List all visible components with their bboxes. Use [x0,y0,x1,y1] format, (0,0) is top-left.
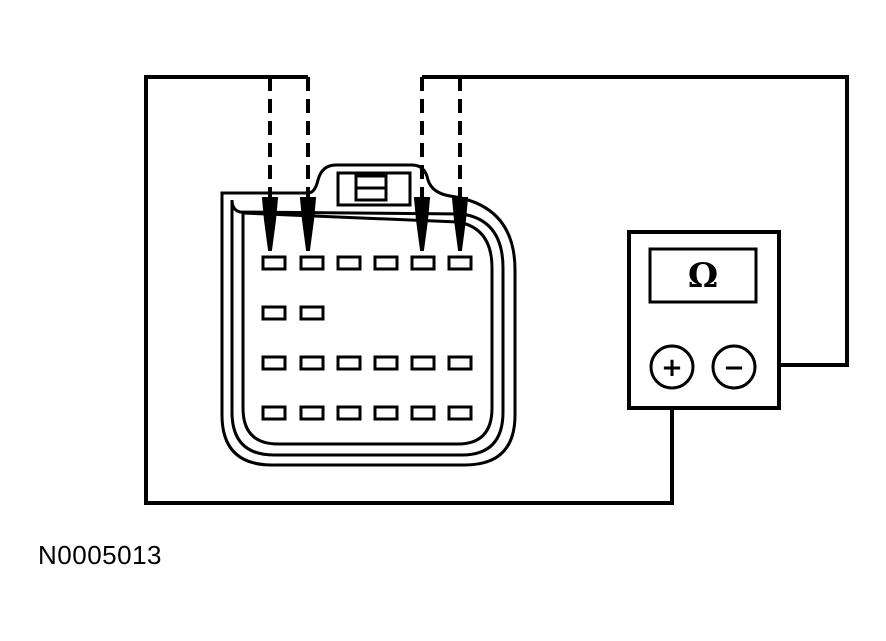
connector-cavity [373,405,399,421]
positive-terminal-label: + [661,353,683,383]
connector-cavity [373,355,399,371]
connector-cavity [261,405,287,421]
negative-terminal [711,344,757,390]
connector-cavity [299,405,325,421]
negative-lead-wire [460,75,849,367]
test-lead-wires [144,75,849,505]
connector-cavity [261,355,287,371]
connector-inner-seal [241,211,494,446]
connector-cavities [261,255,473,421]
connector-cavity [447,255,473,271]
connector-outer-shell [220,163,517,467]
connector-cavity [336,405,362,421]
probe-tip [451,197,469,251]
connector-cavity [336,355,362,371]
connector-cavity [336,255,362,271]
connector-cavity [447,355,473,371]
connector-inner-outline [230,199,505,457]
positive-terminal [649,344,695,390]
connector-cavity [299,305,325,321]
probe-tips [261,197,469,251]
connector [220,163,517,467]
probe-tip [261,197,279,251]
connector-cavity [299,355,325,371]
figure-id: N0005013 [38,540,162,570]
connector-latch [336,171,412,207]
probe-tip [413,197,431,251]
ohmmeter-display [648,247,758,304]
connector-cavity [410,255,436,271]
probe-dashed-lines [268,77,462,200]
ohm-symbol: Ω [688,256,718,296]
connector-cavity [261,255,287,271]
connector-cavity [410,355,436,371]
connector-cavity [261,305,287,321]
connector-cavity [447,405,473,421]
positive-lead-wire [144,75,674,505]
connector-cavity [299,255,325,271]
probe-tip [299,197,317,251]
ohmmeter: Ω + − [627,230,781,410]
negative-terminal-label: − [723,353,745,383]
connector-cavity [410,405,436,421]
connector-cavity [373,255,399,271]
